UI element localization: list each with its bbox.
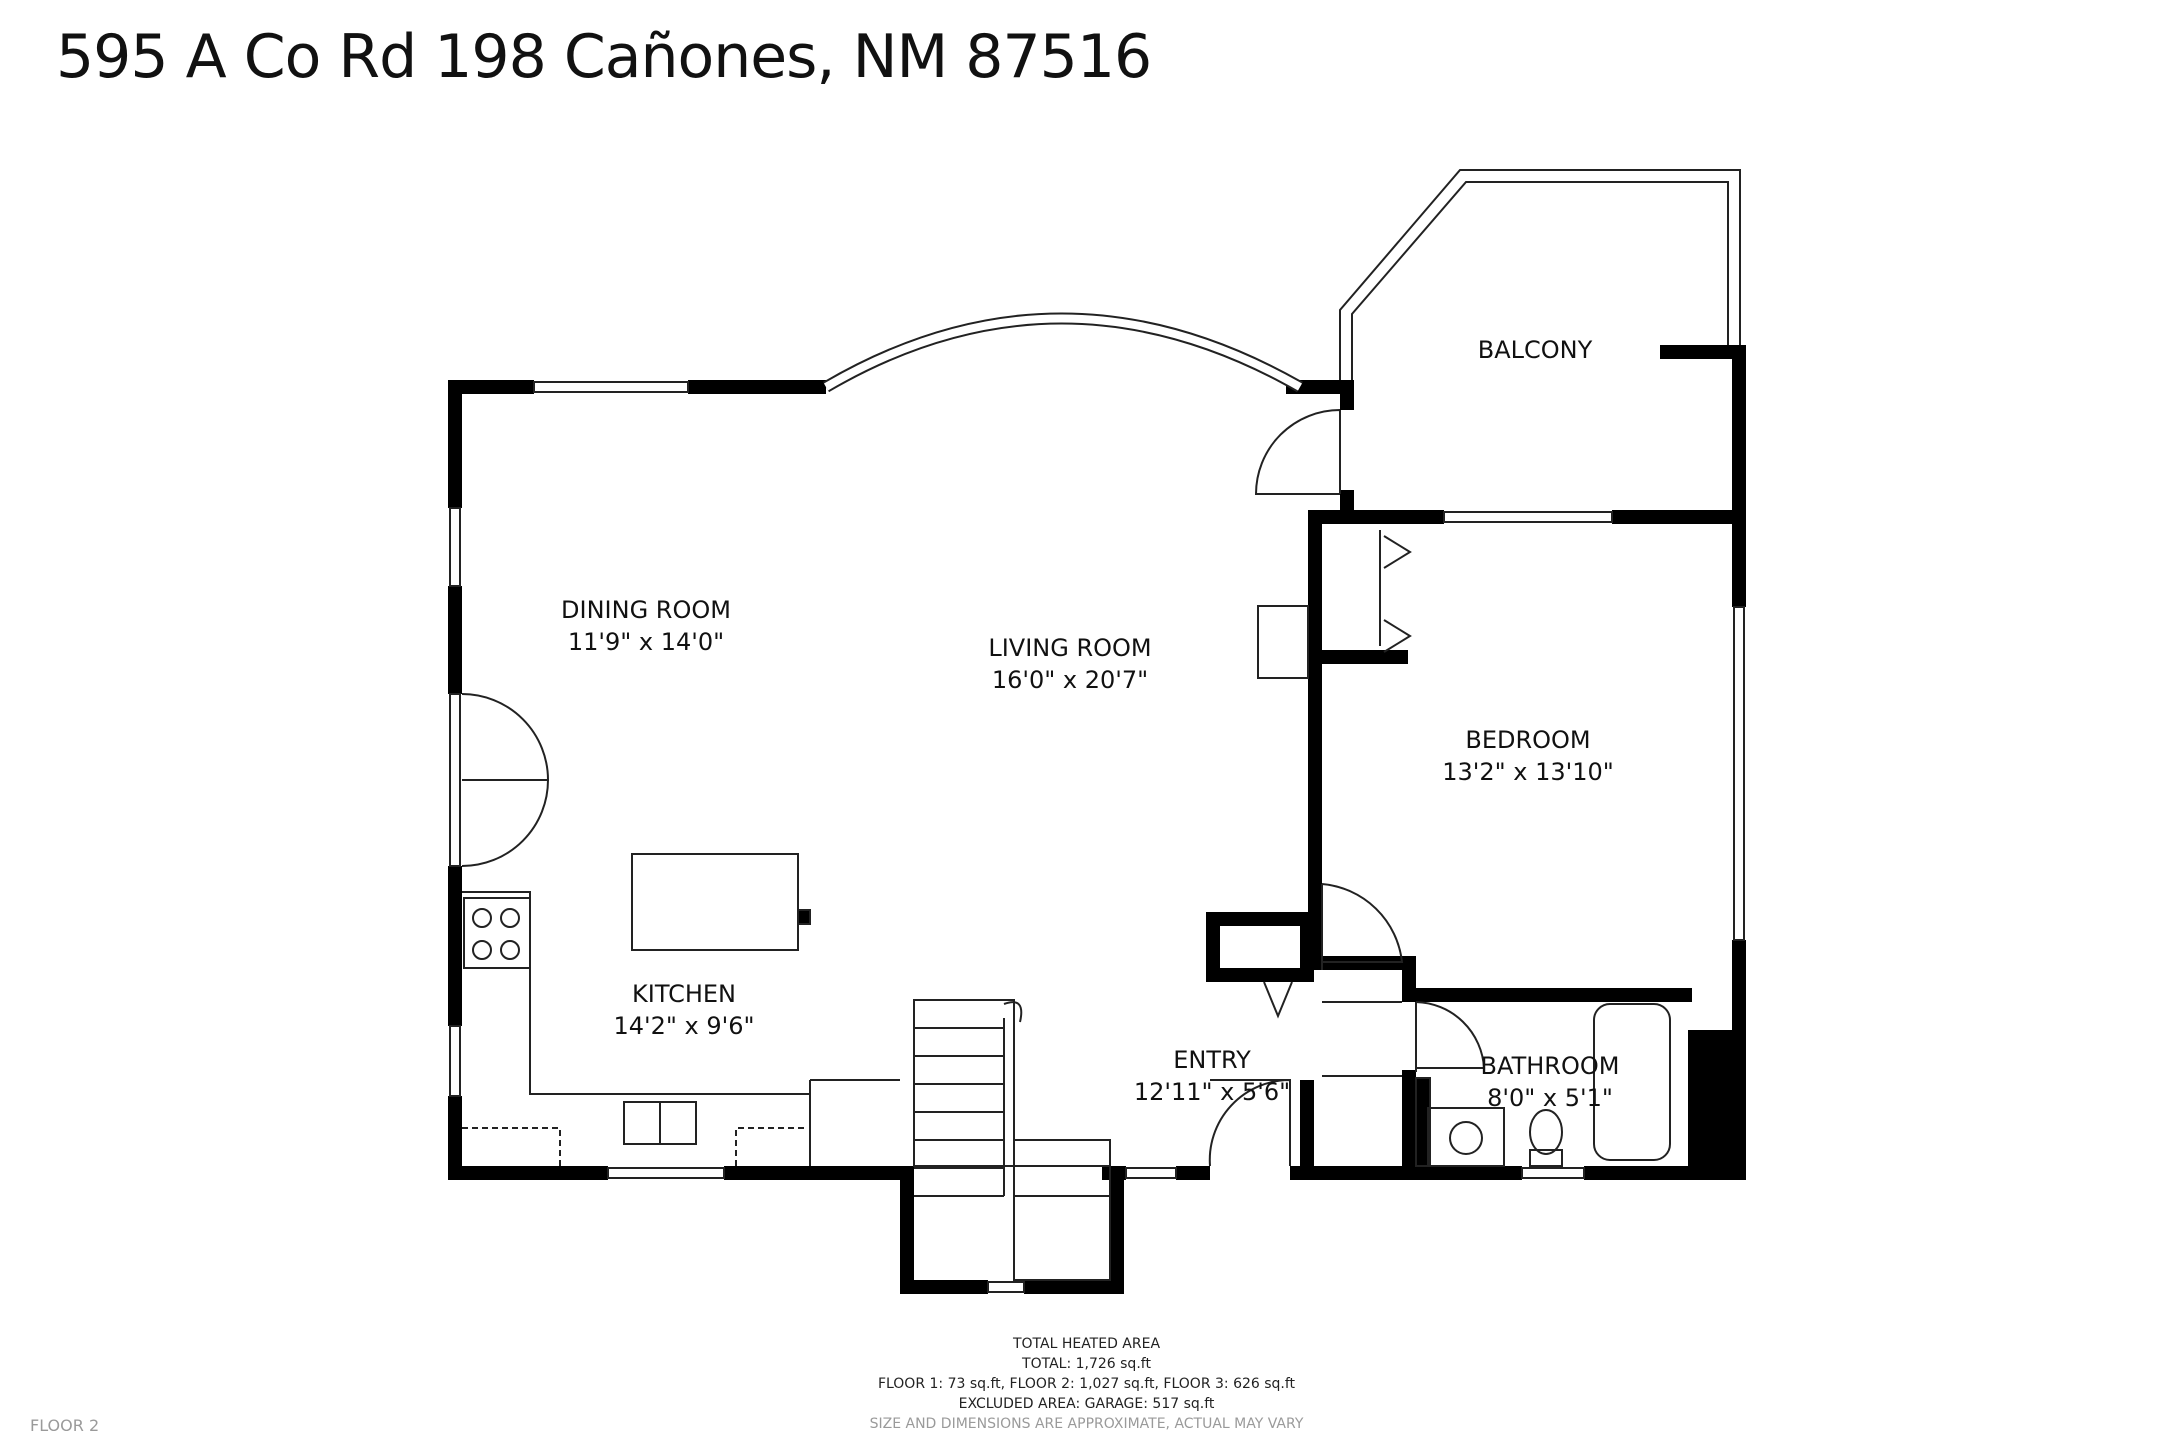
floor-label: FLOOR 2 [30,1416,100,1435]
room-name-dining: DINING ROOM [561,596,731,624]
room-size-bedroom: 13'2" x 13'10" [1442,758,1614,786]
room-size-entry: 12'11" x 5'6" [1134,1078,1290,1106]
stairs [913,999,1111,1281]
summary-total: TOTAL: 1,726 sq.ft [1022,1356,1151,1372]
property-address: 595 A Co Rd 198 Cañones, NM 87516 [56,22,1152,92]
balcony-outline [1339,169,1741,385]
kitchen-fixtures [462,853,900,1166]
summary-excluded: EXCLUDED AREA: GARAGE: 517 sq.ft [958,1396,1215,1412]
doors [461,409,1486,1167]
room-size-living: 16'0" x 20'7" [992,666,1148,694]
bathtub [1593,1003,1671,1161]
room-name-entry: ENTRY [1173,1046,1251,1074]
kitchen-island [631,853,799,951]
closet-lines [1263,530,1402,1077]
bath-sink [1427,1107,1505,1167]
exterior-walls [448,345,1746,1294]
area-summary: TOTAL HEATED AREA TOTAL: 1,726 sq.ft FLO… [0,1334,2173,1434]
windows [449,381,1745,1293]
room-size-dining: 11'9" x 14'0" [568,628,724,656]
bathroom-fixtures [1415,1003,1671,1167]
room-name-balcony: BALCONY [1478,336,1593,364]
room-name-bathroom: BATHROOM [1481,1052,1620,1080]
summary-disclaimer: SIZE AND DIMENSIONS ARE APPROXIMATE, ACT… [869,1416,1304,1432]
room-size-kitchen: 14'2" x 9'6" [613,1012,754,1040]
room-name-bedroom: BEDROOM [1465,726,1590,754]
stove-cooktop [463,897,531,969]
room-name-kitchen: KITCHEN [632,980,736,1008]
room-size-bathroom: 8'0" x 5'1" [1487,1084,1613,1112]
summary-floors: FLOOR 1: 73 sq.ft, FLOOR 2: 1,027 sq.ft,… [877,1376,1296,1392]
summary-heading: TOTAL HEATED AREA [1012,1336,1161,1352]
toilet [1529,1109,1563,1155]
room-name-living: LIVING ROOM [988,634,1151,662]
